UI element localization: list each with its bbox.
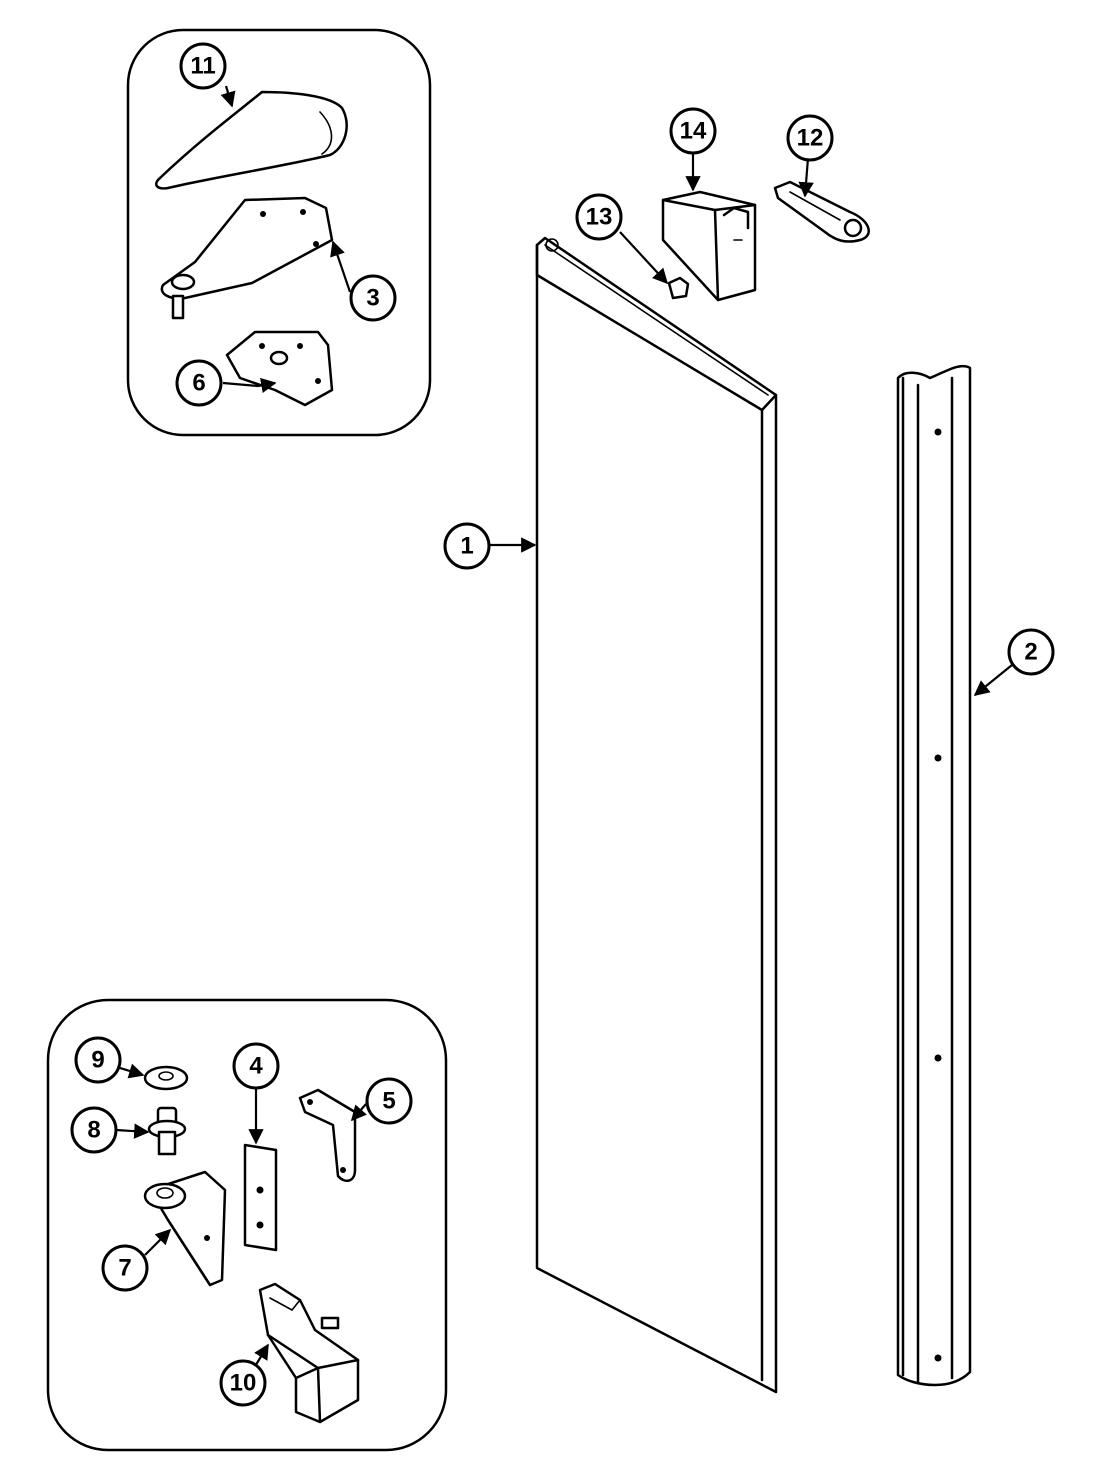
bottom-bracket-part: 7 [101,1170,227,1292]
callout-2-label: 2 [1024,639,1037,666]
callout-3-label: 3 [366,285,379,312]
handle-trim-part: 2 [896,364,1055,1387]
bottom-hinge-part: 10 [219,1282,360,1424]
top-inset-frame [126,28,432,437]
upper-hinge-plate-part [160,196,334,320]
callout-14-label: 14 [680,118,707,145]
washer-part: 9 [74,1036,189,1091]
bottom-inset-frame [46,998,448,1452]
callout-5-label: 5 [382,1088,395,1115]
callout-9: 9 [74,1036,122,1084]
callout-12-label: 12 [797,125,824,152]
bottom-hinge-inset: 9 8 7 [46,998,448,1452]
hinge-pin-part: 8 [70,1106,187,1156]
door-panel-part: 1 [443,236,778,1394]
callout-10: 10 [219,1359,267,1407]
hinge-shim-part [225,330,334,407]
callout-13-label: 13 [586,204,613,231]
callout-7: 7 [101,1244,149,1292]
callout-2: 2 [1007,628,1055,676]
callout-8-label: 8 [87,1117,100,1144]
callout-10-label: 10 [230,1370,257,1397]
angle-bracket-part: 5 [298,1077,413,1183]
callout-9-label: 9 [91,1047,104,1074]
callout-13: 13 [575,193,623,241]
callout-4-label: 4 [249,1053,263,1080]
callout-5: 5 [365,1077,413,1125]
callout-12: 12 [786,114,834,162]
closer-cam-part: 12 [773,114,870,243]
top-hinge-inset: 11 3 6 [126,28,432,437]
callout-1-label: 1 [460,533,473,560]
callout-6: 6 [175,359,223,407]
callout-6-label: 6 [192,370,205,397]
hinge-cover-part [155,90,348,190]
bracket-shim-part: 4 [232,1042,280,1252]
stop-pin-part: 13 [575,193,690,300]
door-stop-part: 14 [661,107,757,302]
callout-14: 14 [669,107,717,155]
callout-1: 1 [443,522,491,570]
callout-7-label: 7 [118,1255,131,1282]
callout-11-label: 11 [190,53,215,80]
callout-4: 4 [232,1042,280,1090]
callout-8: 8 [70,1106,118,1154]
callout-3: 3 [349,274,397,322]
callout-11: 11 [179,42,227,90]
